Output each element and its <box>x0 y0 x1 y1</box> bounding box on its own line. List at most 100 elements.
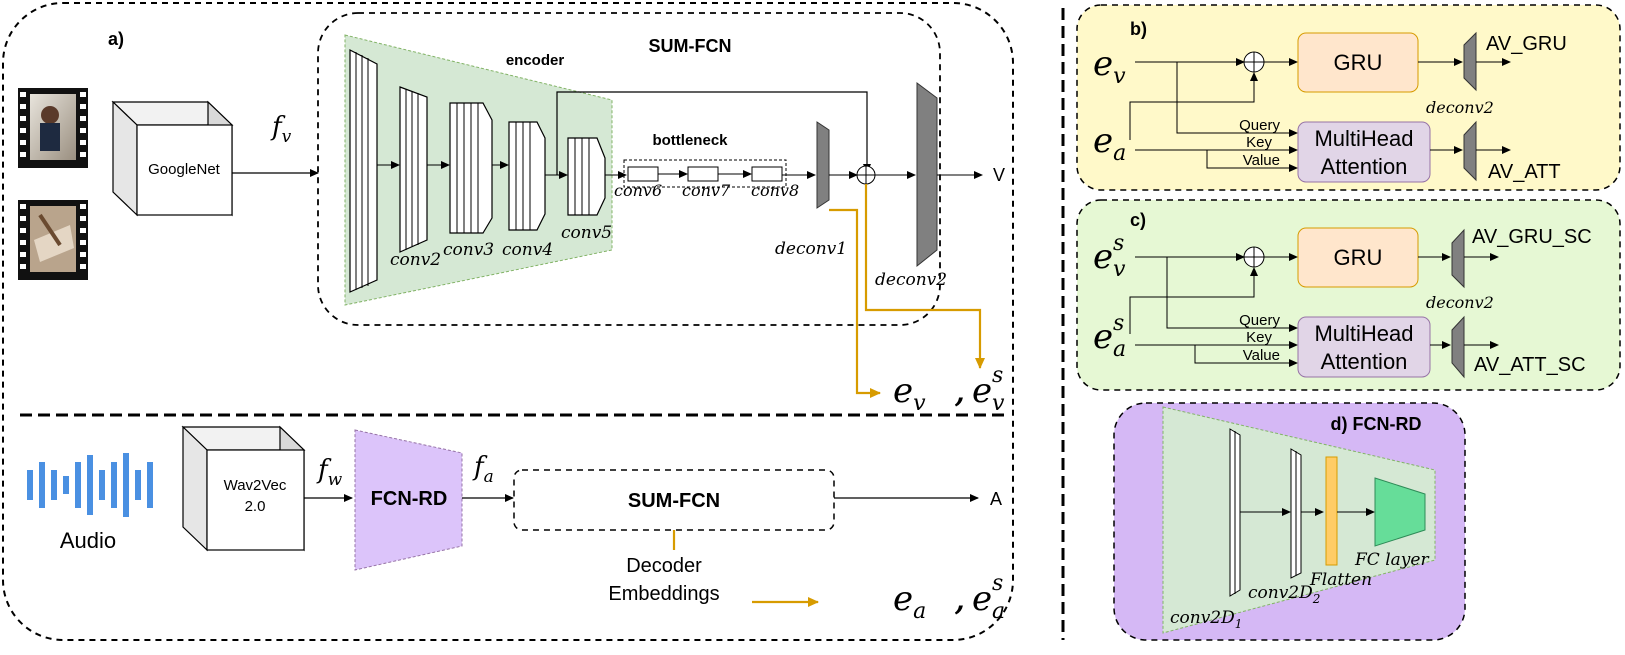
conv2-label: conv2 <box>390 250 441 270</box>
decoder-line2: Embeddings <box>608 583 719 605</box>
panel-a-label: a) <box>108 29 124 49</box>
output-v: V <box>993 165 1005 185</box>
conv2d2-block <box>1290 448 1302 579</box>
film-strip-icon <box>18 200 88 280</box>
panel-b-border <box>1076 4 1621 191</box>
evs-sup: s <box>992 363 1003 388</box>
panel-b-out-gru: AV_GRU <box>1486 33 1567 55</box>
sum-fcn-audio-label: SUM-FCN <box>628 490 720 512</box>
panel-b-label: b) <box>1130 19 1147 39</box>
conv8-label: conv8 <box>751 181 799 200</box>
conv3-label: conv3 <box>443 240 494 260</box>
conv2d2-label: conv2D2 <box>1248 583 1320 606</box>
conv2-block <box>399 86 428 253</box>
panel-c-mha <box>1297 316 1431 378</box>
panel-b-key: Key <box>1246 134 1272 151</box>
panel-b-sum-node <box>1243 51 1265 73</box>
conv1-block <box>349 49 378 293</box>
deconv1-label: deconv1 <box>775 239 847 259</box>
conv6-block <box>627 166 659 182</box>
googlenet-label: GoogleNet <box>148 161 221 178</box>
conv2d1-block <box>1229 428 1241 597</box>
panel-b-mha-line2: Attention <box>1321 154 1408 179</box>
skip-connection <box>556 91 871 175</box>
deconv2-label: deconv2 <box>875 270 947 290</box>
panel-c-gru-label: GRU <box>1334 245 1383 270</box>
comma-a2: , <box>954 584 965 617</box>
panel-b-deconv-att <box>1463 120 1477 182</box>
evs-sub: v <box>992 391 1005 416</box>
panel-c-deconv2-label: deconv2 <box>1426 293 1494 312</box>
panel-b-ev: ev <box>1093 44 1126 89</box>
panel-b-out-att: AV_ATT <box>1488 161 1561 183</box>
panel-d: d) FCN-RD conv2D1 conv2D2 Flatten FC lay… <box>1113 402 1466 641</box>
googlenet-block: GoogleNet <box>111 100 234 217</box>
deconv1-block <box>816 121 830 209</box>
eas-symbol: e <box>972 579 992 619</box>
fa-symbol: fa <box>472 452 494 487</box>
panel-c-ev: e <box>1093 237 1113 277</box>
fw-symbol: fw <box>316 455 343 490</box>
panel-c-out-gru: AV_GRU_SC <box>1472 226 1592 248</box>
panel-c-out-att: AV_ATT_SC <box>1474 354 1586 376</box>
eas-sup: s <box>992 571 1003 596</box>
flatten-label: Flatten <box>1309 570 1372 590</box>
wav2vec-block: Wav2Vec 2.0 <box>181 425 306 552</box>
panel-b-deconv2-label: deconv2 <box>1426 98 1494 117</box>
panel-b-ea: ea <box>1093 121 1126 166</box>
conv4-block <box>508 121 546 231</box>
sum-node <box>856 165 876 185</box>
conv7-label: conv7 <box>682 181 731 200</box>
panel-b-mha-line1: MultiHead <box>1314 126 1413 151</box>
fc-layer-label: FC layer <box>1354 550 1429 570</box>
ea-symbol: ea <box>893 579 926 624</box>
wav2vec-line1: Wav2Vec <box>224 477 287 494</box>
conv7-block <box>687 166 719 182</box>
evs-arrow <box>864 184 985 369</box>
panel-b-gru-label: GRU <box>1334 50 1383 75</box>
panel-c: c) e s v e s a GRU AV_GRU_SC deconv2 Que… <box>1076 199 1621 391</box>
conv5-label: conv5 <box>561 223 612 243</box>
panel-c-deconv-gru <box>1451 228 1465 289</box>
panel-c-label: c) <box>1130 210 1146 230</box>
panel-b-value: Value <box>1243 152 1280 169</box>
fcnrd-label: FCN-RD <box>371 488 448 510</box>
panel-c-value: Value <box>1243 347 1280 364</box>
panel-b: b) ev ea GRU AV_GRU deconv2 Query Key Va… <box>1076 4 1621 191</box>
fv-symbol: fv <box>270 112 292 147</box>
fcnrd-block <box>354 429 463 571</box>
eas-sub: a <box>992 599 1005 624</box>
panel-a: a) <box>2 2 1014 641</box>
panel-b-mha <box>1297 121 1431 183</box>
film-strip-icon <box>18 88 88 168</box>
panel-c-mha-line2: Attention <box>1321 349 1408 374</box>
panel-c-ea-sub: a <box>1113 337 1126 362</box>
audio-wave-icon <box>27 453 153 517</box>
ev-symbol: ev <box>893 371 926 416</box>
conv6-label: conv6 <box>614 181 662 200</box>
panel-c-ev-sup: s <box>1113 231 1124 256</box>
panel-b-deconv-gru <box>1463 31 1477 92</box>
bottleneck-box <box>623 159 787 188</box>
panel-c-ea-sup: s <box>1113 311 1124 336</box>
output-a: A <box>990 489 1002 509</box>
panel-c-key: Key <box>1246 329 1272 346</box>
bottleneck-label: bottleneck <box>652 132 728 149</box>
conv5-block <box>567 137 606 216</box>
panel-c-border <box>1076 199 1621 391</box>
ev-arrow <box>829 208 881 398</box>
encoder-label: encoder <box>506 52 565 69</box>
conv8-block <box>751 166 783 182</box>
conv2d1-label: conv2D1 <box>1170 608 1242 631</box>
decoder-line1: Decoder <box>626 555 702 577</box>
panel-c-ea: e <box>1093 317 1113 357</box>
panel-c-sum-node <box>1243 246 1265 268</box>
panel-a-border <box>2 2 1014 641</box>
flatten-block <box>1325 456 1338 566</box>
evs-symbol: e <box>972 371 992 411</box>
panel-b-query: Query <box>1239 117 1280 134</box>
audio-label: Audio <box>60 528 116 553</box>
sum-fcn-title: SUM-FCN <box>649 36 732 56</box>
panel-c-deconv-att <box>1451 315 1465 379</box>
